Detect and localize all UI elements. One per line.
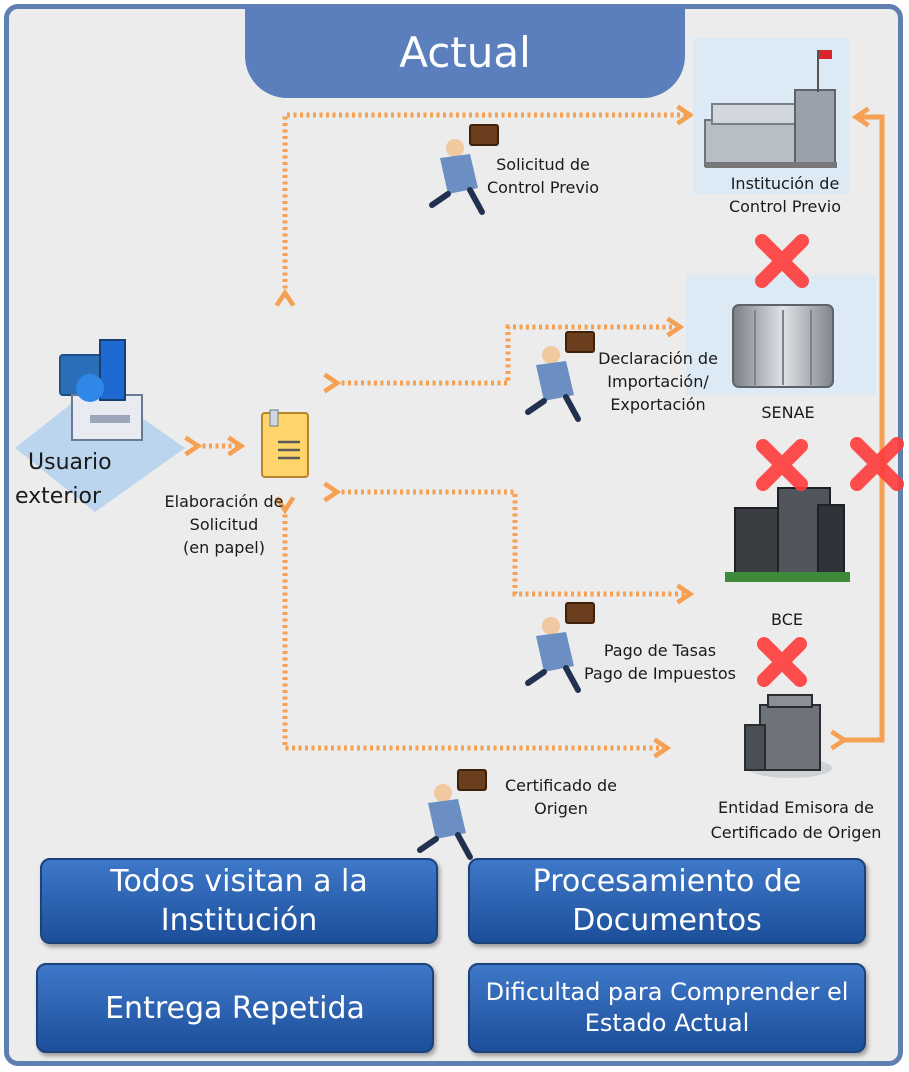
solicitud-label-line2: Solicitud [190, 515, 259, 534]
inst-control-previo-line1: Institución de [731, 174, 840, 193]
flow-arrows [184, 104, 695, 759]
inst-entidad-line1: Entidad Emisora de [718, 798, 874, 817]
messenger-icon-control-previo [429, 124, 499, 215]
messenger-icon-declaracion [525, 331, 595, 422]
inst-entidad-line2: Certificado de Origen [711, 823, 882, 842]
user-label-line2: exterior [15, 484, 102, 509]
messenger-icon-certificado [417, 769, 487, 860]
problem-4-line1: Dificultad para Comprender el [485, 977, 849, 1006]
msg-certificado-line2: Origen [534, 799, 588, 818]
msg-declaracion-line1: Declaración de [598, 349, 718, 368]
problem-button-dificultad[interactable]: Dificultad para Comprender el Estado Act… [468, 963, 866, 1053]
msg-declaracion-line2: Importación/ [607, 372, 709, 391]
user-computer-icon [15, 339, 185, 512]
inst-control-previo-line2: Control Previo [729, 197, 841, 216]
solicitud-label-line3: (en papel) [183, 538, 265, 557]
arrow-to-senae [323, 316, 685, 394]
msg-pagos-line2: Pago de Impuestos [584, 664, 736, 683]
control-previo-building-icon [693, 38, 849, 194]
entidad-emisora-building-icon [744, 694, 832, 778]
arrow-to-entidad [274, 496, 672, 759]
inst-bce-label: BCE [771, 610, 803, 629]
page-title: Actual [399, 27, 531, 77]
inst-senae-label: SENAE [761, 403, 814, 422]
document-icon [261, 409, 309, 478]
messenger-icon-pagos [525, 602, 595, 693]
senae-building-icon [686, 275, 876, 395]
problem-button-todos-visitan[interactable]: Todos visitan a la Institución [40, 858, 438, 944]
user-label-line1: Usuario [28, 450, 112, 475]
blocked-mark-icon-2 [756, 439, 808, 491]
arrow-right-loop [830, 106, 885, 751]
bce-building-icon [725, 487, 850, 582]
title-tab: Actual [245, 6, 685, 98]
problem-1-line1: Todos visitan a la [110, 864, 368, 899]
problem-button-entrega-repetida[interactable]: Entrega Repetida [36, 963, 434, 1053]
problem-button-procesamiento[interactable]: Procesamiento de Documentos [468, 858, 866, 944]
msg-control-previo-line1: Solicitud de [496, 155, 590, 174]
msg-certificado-line1: Certificado de [505, 776, 617, 795]
blocked-mark-icon-4 [757, 637, 807, 687]
problem-2-line1: Procesamiento de [532, 864, 802, 899]
arrow-to-control-previo [274, 104, 695, 307]
blocked-marks [755, 234, 904, 687]
problem-1-line2: Institución [160, 903, 318, 938]
problem-4-line2: Estado Actual [584, 1009, 750, 1037]
solicitud-label-line1: Elaboración de [165, 492, 284, 511]
msg-declaracion-line3: Exportación [610, 395, 705, 414]
problem-2-line2: Documentos [572, 903, 762, 938]
msg-control-previo-line2: Control Previo [487, 178, 599, 197]
problem-3-line1: Entrega Repetida [105, 990, 365, 1026]
arrow-to-bce [323, 481, 695, 605]
blocked-mark-icon-3 [850, 437, 904, 491]
msg-pagos-line1: Pago de Tasas [604, 641, 716, 660]
blocked-mark-icon-1 [755, 234, 809, 288]
